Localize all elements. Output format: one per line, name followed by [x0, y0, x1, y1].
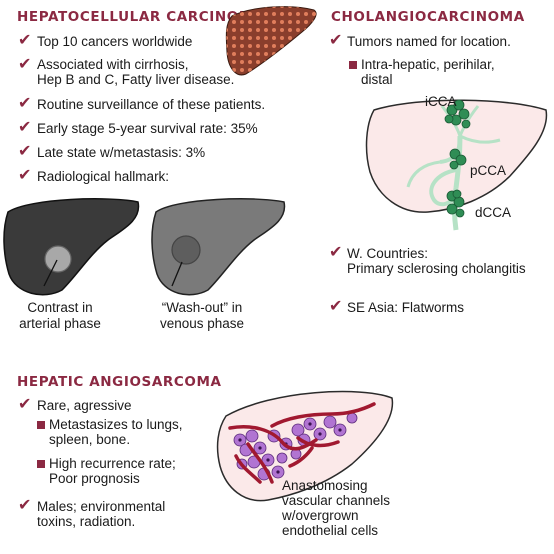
liver-bile-duct-diagram [365, 99, 548, 231]
check-icon: ✔ [18, 56, 32, 73]
check-icon: ✔ [18, 95, 32, 112]
angio-caption-1: Anastomosing [282, 478, 368, 493]
hcc-point-2b: Hep B and C, Fatty liver disease. [37, 72, 235, 87]
angiosarcoma-liver-diagram [216, 390, 394, 502]
hcc-point-4: Early stage 5-year survival rate: 35% [37, 121, 258, 136]
check-icon: ✔ [18, 119, 32, 136]
check-icon: ✔ [18, 32, 32, 49]
check-icon: ✔ [18, 497, 32, 514]
arterial-caption-2: arterial phase [19, 316, 101, 331]
check-icon: ✔ [18, 143, 32, 160]
hcc-point-1: Top 10 cancers worldwide [37, 34, 193, 49]
venous-phase-liver-image [151, 198, 286, 296]
check-icon: ✔ [329, 298, 343, 315]
bullet-icon [37, 421, 45, 429]
cholangio-title: CHOLANGIOCARCINOMA [331, 9, 525, 25]
cholangio-point-1: Tumors named for location. [347, 34, 511, 49]
cholangio-point-2a: W. Countries: [347, 246, 429, 261]
check-icon: ✔ [329, 32, 343, 49]
venous-caption-1: “Wash-out” in [161, 300, 243, 315]
venous-caption-2: venous phase [159, 316, 245, 331]
check-icon: ✔ [18, 167, 32, 184]
check-icon: ✔ [329, 244, 343, 261]
arterial-phase-liver-image [3, 198, 140, 296]
angio-title: HEPATIC ANGIOSARCOMA [17, 374, 222, 390]
dcca-label: dCCA [475, 205, 512, 220]
angio-caption-3: w/overgrown [282, 508, 359, 523]
angio-sub-2: spleen, bone. [49, 432, 131, 447]
cholangio-point-2b: Primary sclerosing cholangitis [347, 261, 526, 276]
angio-point-2a: Males; environmental [37, 499, 166, 514]
check-icon: ✔ [18, 396, 32, 413]
angio-point-1: Rare, agressive [37, 398, 132, 413]
cholangio-sub-1: Intra-hepatic, perihilar, [361, 57, 495, 72]
hcc-point-6: Radiological hallmark: [37, 169, 170, 184]
angio-caption-4: endothelial cells [282, 523, 379, 538]
cirrhotic-liver-icon [225, 6, 317, 76]
cholangio-sub-2: distal [361, 72, 393, 87]
angio-caption-2: vascular channels [282, 493, 391, 508]
angio-sub-4: Poor prognosis [49, 471, 140, 486]
angio-point-2b: toxins, radiation. [37, 514, 136, 529]
icca-label: iCCA [425, 94, 457, 109]
angio-sub-1: Metastasizes to lungs, [49, 417, 183, 432]
hcc-title: HEPATOCELLULAR CARCINOMA [17, 9, 264, 25]
pcca-label: pCCA [470, 163, 507, 178]
bullet-icon [37, 460, 45, 468]
cholangio-point-3: SE Asia: Flatworms [347, 300, 465, 315]
hcc-point-2a: Associated with cirrhosis, [37, 57, 189, 72]
bullet-icon [349, 61, 357, 69]
hcc-point-3: Routine surveillance of these patients. [37, 97, 266, 112]
hcc-point-5: Late state w/metastasis: 3% [37, 145, 206, 160]
angio-sub-3: High recurrence rate; [49, 456, 176, 471]
arterial-caption-1: Contrast in [27, 300, 93, 315]
